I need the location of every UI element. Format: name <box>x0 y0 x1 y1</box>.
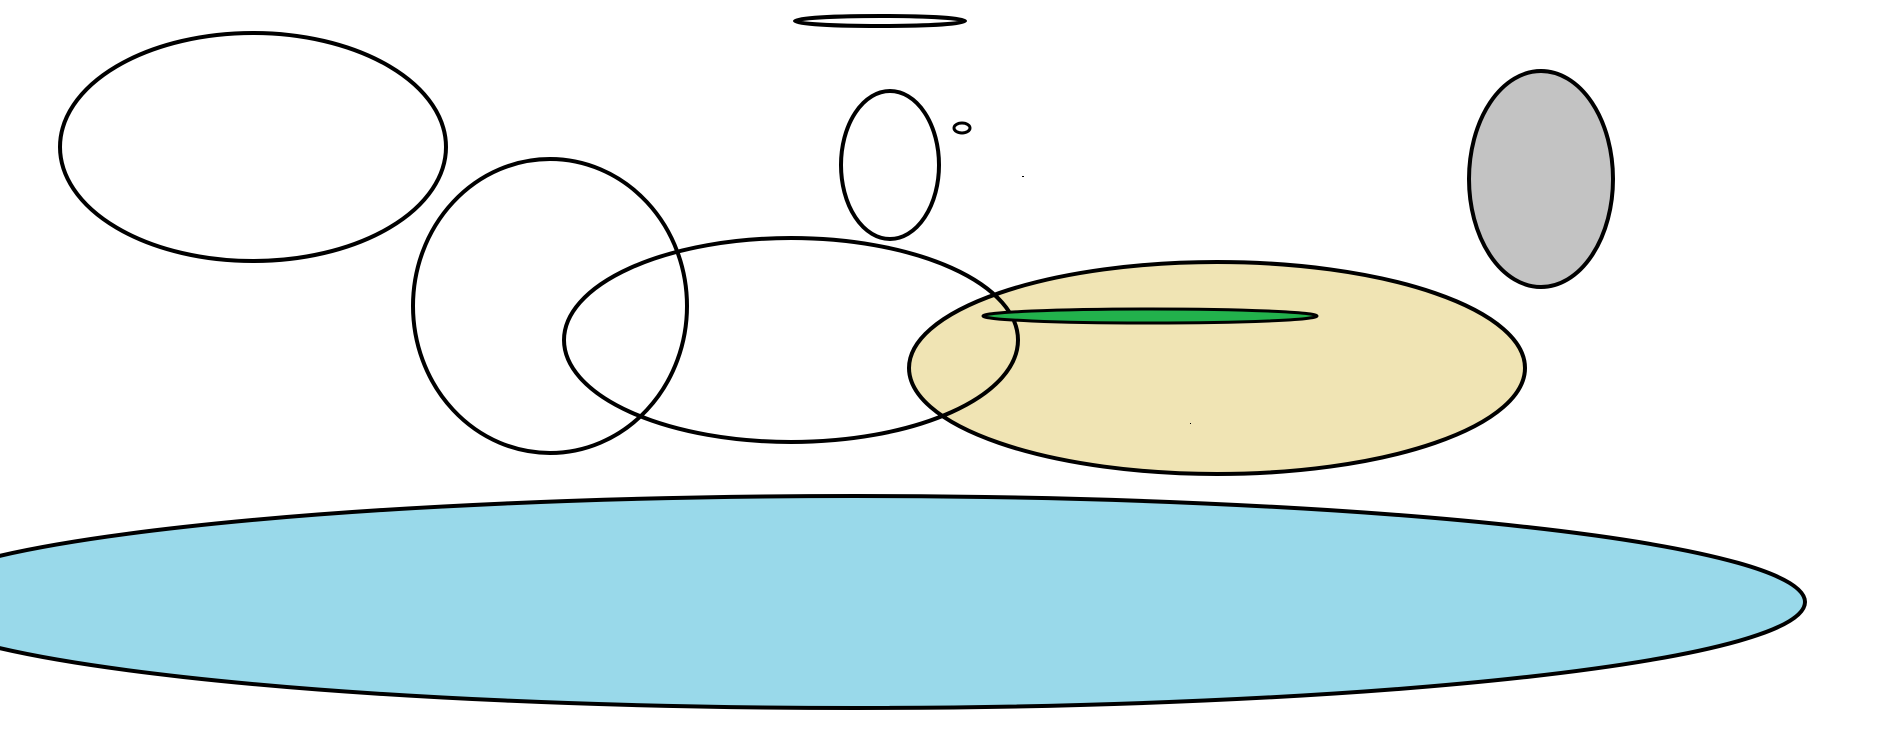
ellipse-beige <box>907 260 1527 476</box>
ellipse-gray <box>1467 69 1615 289</box>
speck-top <box>1022 176 1024 177</box>
ellipse-middle-wide <box>562 236 1020 444</box>
ellipse-green-thin <box>981 307 1319 325</box>
ellipse-blue-large <box>0 494 1807 710</box>
ellipse-left-large <box>58 31 448 263</box>
speck-beige <box>1190 423 1191 424</box>
ellipse-small-oval <box>839 89 941 241</box>
ellipse-top-thin <box>793 14 967 28</box>
ellipse-circle-left <box>411 157 689 455</box>
ellipse-tiny-dot <box>952 121 972 135</box>
